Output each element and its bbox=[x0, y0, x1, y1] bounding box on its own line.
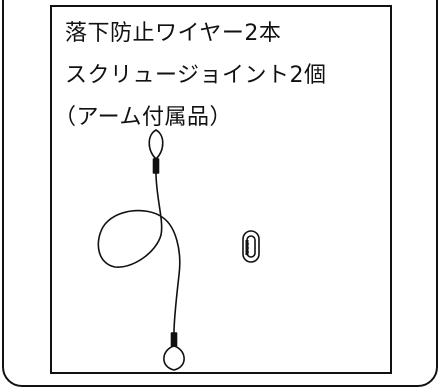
accessory-box: 落下防止ワイヤー2本 スクリュージョイント2個 （アーム付属品） bbox=[50, 5, 392, 374]
caption-screw-joint: スクリュージョイント2個 bbox=[65, 63, 327, 88]
caption-fall-prevention-wire: 落下防止ワイヤー2本 bbox=[65, 21, 282, 46]
screw-joint-icon bbox=[242, 230, 260, 263]
caption-arm-accessory: （アーム付属品） bbox=[54, 105, 233, 130]
fall-prevention-wire-icon bbox=[97, 129, 185, 371]
accessories-drawing bbox=[97, 129, 260, 371]
